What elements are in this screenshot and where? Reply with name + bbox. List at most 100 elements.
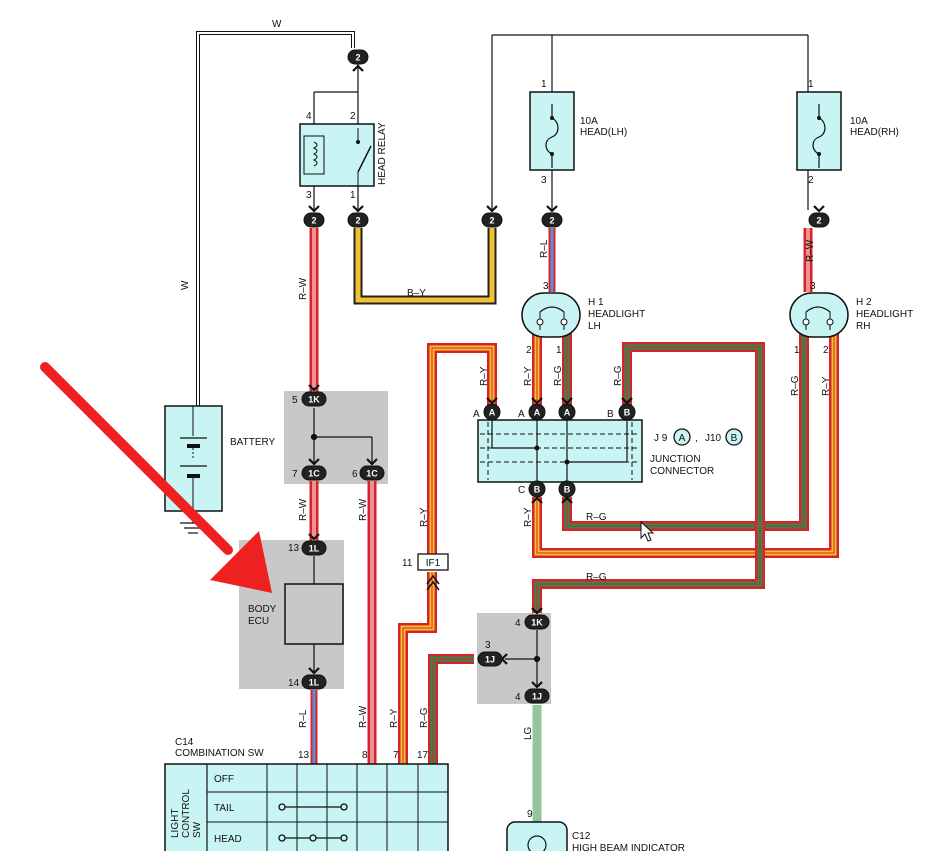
junction-title-1: JUNCTION — [650, 454, 701, 465]
h2-name: HEADLIGHT — [856, 309, 913, 320]
connector-label: 1J — [485, 655, 495, 665]
combo-row-head: HEAD — [214, 834, 242, 845]
combo-pin-13: 13 — [298, 750, 310, 761]
connector-shape — [541, 212, 563, 228]
wire-label-rg-6: R–G — [419, 707, 430, 728]
body-ecu-label-2: ECU — [248, 616, 269, 627]
wire-label-rg-2: R–G — [613, 365, 624, 386]
pin-3: 3 — [485, 640, 491, 651]
wire-label-ry-4: R–Y — [419, 507, 430, 527]
connector-label: 1J — [532, 692, 542, 702]
wire-label-lg: LG — [523, 726, 534, 740]
wire-label-rg-1: R–G — [553, 365, 564, 386]
relay-pin-4: 4 — [306, 111, 312, 122]
red-pointer-arrow — [40, 362, 272, 593]
headlight-rh: 3 1 2 H 2 HEADLIGHT RH — [789, 281, 913, 356]
splice-pin-numbers: 5 7 6 13 14 4 3 4 — [288, 395, 521, 703]
connector-label: 1K — [308, 395, 320, 405]
fuse-rh-pin-1: 1 — [808, 79, 814, 90]
h2-pin-1: 1 — [794, 345, 800, 356]
pin-13: 13 — [288, 543, 300, 554]
connector-cb-17: B — [618, 397, 636, 421]
connector-label: 2 — [489, 216, 494, 226]
battery-label: BATTERY — [230, 437, 276, 448]
connector-shape — [528, 403, 546, 421]
connector-c1c-7: 1C — [301, 458, 327, 481]
h1-side: LH — [588, 321, 601, 332]
connector-shape — [808, 212, 830, 228]
wire-label-rl-2: R–L — [298, 709, 309, 728]
connector-label: 2 — [355, 216, 360, 226]
connector-chevron-icon — [308, 533, 320, 541]
connector-c1c-8: 1C — [359, 458, 385, 481]
h2-pin-3: 3 — [810, 281, 816, 292]
relay-pin-2: 2 — [350, 111, 356, 122]
connector-shape — [558, 403, 576, 421]
combo-side-1: LIGHT — [170, 809, 181, 838]
connector-c1j-13: 1J — [524, 681, 550, 704]
junction-ref-j10: J10 — [705, 433, 722, 444]
connector-shape — [301, 391, 327, 407]
connector-c2-5: 2 — [808, 205, 830, 228]
wire-label-ry-2: R–Y — [523, 366, 534, 386]
legend-a: A — [679, 433, 686, 444]
combo-side-3: SW — [192, 821, 203, 838]
connector-shape — [301, 674, 327, 690]
connector-c1l-9: 1L — [301, 533, 327, 556]
fuse-rh-pin-2: 2 — [808, 175, 814, 186]
combo-side-2: CONTROL — [181, 789, 192, 838]
connector-c1j-12: 1J — [477, 651, 508, 667]
connector-label: B — [534, 485, 541, 495]
relay-name: HEAD RELAY — [377, 122, 388, 185]
connector-c2-4: 2 — [541, 205, 563, 228]
connector-shape — [558, 480, 576, 498]
connector-c2-3: 2 — [481, 205, 503, 228]
fuse-rh-name: HEAD(RH) — [850, 127, 899, 138]
wire-label-ry-5: R–Y — [523, 507, 534, 527]
combo-row-tail: TAIL — [214, 803, 235, 814]
wire-label-rl-top: R–L — [539, 239, 550, 258]
indicator-id: C12 — [572, 831, 591, 842]
connector-chevron-icon — [352, 64, 364, 72]
h1-pin-3: 3 — [543, 281, 549, 292]
signal-wires — [180, 31, 809, 688]
connector-chevron-icon — [621, 397, 633, 405]
wire-label-rg-3: R–G — [790, 375, 801, 396]
connector-c2-1: 2 — [303, 205, 325, 228]
connector-label: 2 — [549, 216, 554, 226]
relay-pin-1: 1 — [350, 190, 356, 201]
connector-c1k-6: 1K — [301, 384, 327, 407]
fuse-lh-name: HEAD(LH) — [580, 127, 627, 138]
connector-ca-15: A — [528, 397, 546, 421]
connector-shape — [524, 614, 550, 630]
connector-chevron-icon — [366, 458, 378, 466]
fuse-lh-rating: 10A — [580, 116, 598, 127]
connector-label: 1L — [309, 544, 320, 554]
connector-label: 1C — [308, 469, 320, 479]
connector-shape — [301, 540, 327, 556]
combo-name: COMBINATION SW — [175, 748, 264, 759]
pin-7: 7 — [292, 469, 298, 480]
power-wires — [309, 228, 839, 822]
connector-chevron-icon — [561, 496, 573, 504]
h2-pin-2: 2 — [823, 345, 829, 356]
connector-label: 2 — [816, 216, 821, 226]
connector-if1: IF1 11 — [402, 553, 449, 591]
connector-chevron-icon — [561, 397, 573, 405]
battery: BATTERY — [164, 405, 276, 512]
wire-label-rw-3: R–W — [358, 498, 369, 521]
head-relay: HEAD RELAY 4 2 3 1 — [299, 111, 388, 201]
connector-chevron-icon — [813, 205, 825, 213]
connector-label: 1K — [531, 618, 543, 628]
h1-pin-2: 2 — [526, 345, 532, 356]
jc-pin-c: C — [518, 485, 525, 496]
combo-pin-7: 7 — [393, 750, 399, 761]
connector-ca-14: A — [483, 397, 501, 421]
wire-label-ry-6: R–Y — [389, 708, 400, 728]
junction-ref-sep: , — [695, 433, 698, 444]
h2-side: RH — [856, 321, 870, 332]
if1-pin: 11 — [402, 558, 413, 569]
connector-chevron-icon — [486, 397, 498, 405]
connector-shape — [347, 212, 369, 228]
